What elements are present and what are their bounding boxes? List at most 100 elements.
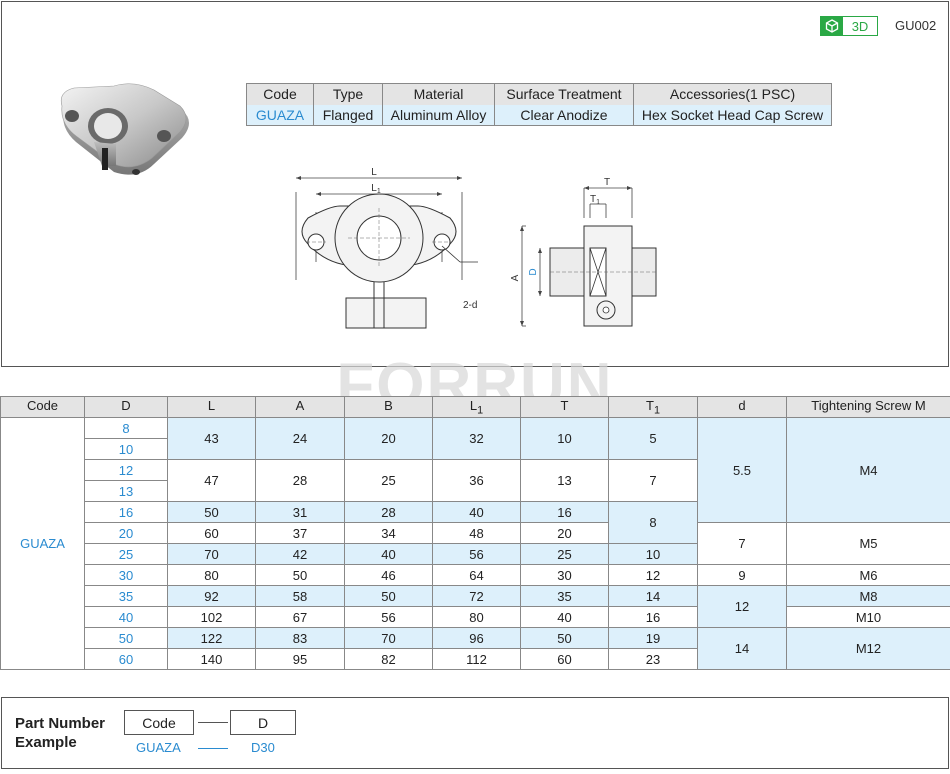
spec-table: Code D L A B L1 T T1 d Tightening Screw … [0, 396, 950, 670]
product-image [60, 83, 190, 175]
info-material-value: Aluminum Alloy [382, 104, 495, 126]
info-type-value: Flanged [313, 104, 383, 126]
series-code: GU002 [895, 18, 937, 33]
spec-B-cell: 46 [344, 564, 433, 586]
spec-code-cell: GUAZA [0, 417, 85, 670]
info-code-value: GUAZA [246, 104, 314, 126]
3d-model-button[interactable]: 3D [820, 16, 878, 36]
product-info-panel: 3D GU002 Code Type [1, 1, 949, 367]
spec-T-cell: 60 [520, 648, 609, 670]
spec-d-cell: 60 [84, 648, 168, 670]
spec-header-L1: L1 [432, 396, 521, 418]
spec-B-cell: 40 [344, 543, 433, 565]
spec-screw-cell: M12 [786, 627, 950, 670]
spec-A-cell: 31 [255, 501, 345, 523]
label-L1: L [371, 183, 377, 194]
product-info-table: Code Type Material Surface Treatment Acc… [246, 83, 832, 126]
spec-L-cell: 60 [167, 522, 256, 544]
spec-L1-cell: 36 [432, 459, 521, 502]
label-A: A [510, 274, 521, 281]
spec-A-cell: 83 [255, 627, 345, 649]
info-header-type: Type [313, 83, 383, 105]
info-header-code: Code [246, 83, 314, 105]
spec-A-cell: 24 [255, 417, 345, 460]
spec-A-cell: 42 [255, 543, 345, 565]
spec-L1-cell: 96 [432, 627, 521, 649]
spec-B-cell: 82 [344, 648, 433, 670]
spec-screw-cell: M6 [786, 564, 950, 586]
spec-screw-cell: M8 [786, 585, 950, 607]
label-L: L [371, 167, 377, 178]
spec-header-T1: T1 [608, 396, 698, 418]
spec-L1-cell: 72 [432, 585, 521, 607]
spec-T-cell: 35 [520, 585, 609, 607]
table-row: 60 140 95 82 112 60 23 [1, 648, 950, 670]
spec-A-cell: 37 [255, 522, 345, 544]
spec-T-cell: 30 [520, 564, 609, 586]
spec-T-cell: 20 [520, 522, 609, 544]
spec-B-cell: 28 [344, 501, 433, 523]
front-view-drawing: L L1 B 2-d [295, 167, 478, 329]
table-row: 50 122 83 70 96 50 19 14 M12 [1, 627, 950, 670]
spec-L-cell: 122 [167, 627, 256, 649]
part-number-title-line2: Example [15, 734, 77, 751]
label-hole: 2-d [463, 300, 477, 311]
spec-T1-cell: 5 [608, 417, 698, 460]
spec-T1-cell: 14 [608, 585, 698, 607]
label-L1-sub: 1 [377, 188, 381, 195]
table-row: 13 [1, 480, 950, 502]
svg-text:T1: T1 [590, 194, 600, 206]
table-row: 20 60 37 34 48 20 7 M5 [1, 522, 950, 565]
spec-screw-cell: M5 [786, 522, 950, 565]
label-D: D [528, 268, 539, 275]
spec-d-cell: 25 [84, 543, 168, 565]
spec-d-cell: 8 [84, 417, 168, 439]
spec-L-cell: 80 [167, 564, 256, 586]
label-T1: T [590, 194, 596, 205]
part-number-example-separator [198, 748, 228, 749]
spec-L-cell: 102 [167, 606, 256, 628]
table-row: GUAZA 8 43 24 20 32 10 5 5.5 M4 [0, 417, 950, 670]
part-number-separator [198, 722, 228, 723]
spec-header-screw: Tightening Screw M [786, 396, 950, 418]
spec-L1-cell: 112 [432, 648, 521, 670]
spec-B-cell: 34 [344, 522, 433, 544]
spec-T1-cell: 10 [608, 543, 698, 565]
spec-screw-cell: M4 [786, 417, 950, 523]
spec-L1-cell: 80 [432, 606, 521, 628]
spec-d-cell: 30 [84, 564, 168, 586]
info-header-accessories: Accessories(1 PSC) [633, 83, 832, 105]
spec-T1-cell: 12 [608, 564, 698, 586]
spec-L-cell: 92 [167, 585, 256, 607]
part-number-d-box: D [230, 710, 296, 735]
spec-L1-cell: 32 [432, 417, 521, 460]
info-accessories-value: Hex Socket Head Cap Screw [633, 104, 832, 126]
label-T: T [604, 178, 610, 188]
spec-header-L: L [167, 396, 256, 418]
spec-hole-cell: 14 [697, 627, 787, 670]
spec-d-cell: 10 [84, 438, 168, 460]
spec-B-cell: 70 [344, 627, 433, 649]
spec-hole-cell: 9 [697, 564, 787, 586]
spec-d-cell: 40 [84, 606, 168, 628]
spec-T-cell: 10 [520, 417, 609, 460]
spec-B-cell: 25 [344, 459, 433, 502]
info-header-material: Material [382, 83, 495, 105]
part-number-title: Part Number Example [15, 714, 105, 752]
spec-A-cell: 50 [255, 564, 345, 586]
spec-L-cell: 70 [167, 543, 256, 565]
spec-header-B: B [344, 396, 433, 418]
spec-L-cell: 140 [167, 648, 256, 670]
spec-L-cell: 43 [167, 417, 256, 460]
spec-d-cell: 16 [84, 501, 168, 523]
table-row: 30 80 50 46 64 30 12 9 M6 [1, 564, 950, 586]
spec-T-cell: 40 [520, 606, 609, 628]
spec-L1-cell: 48 [432, 522, 521, 544]
spec-B-cell: 56 [344, 606, 433, 628]
spec-hole-cell: 7 [697, 522, 787, 565]
spec-T-cell: 16 [520, 501, 609, 523]
part-number-code-box: Code [124, 710, 194, 735]
spec-L-cell: 50 [167, 501, 256, 523]
label-T1-sub: 1 [596, 199, 600, 206]
part-number-title-line1: Part Number [15, 715, 106, 732]
